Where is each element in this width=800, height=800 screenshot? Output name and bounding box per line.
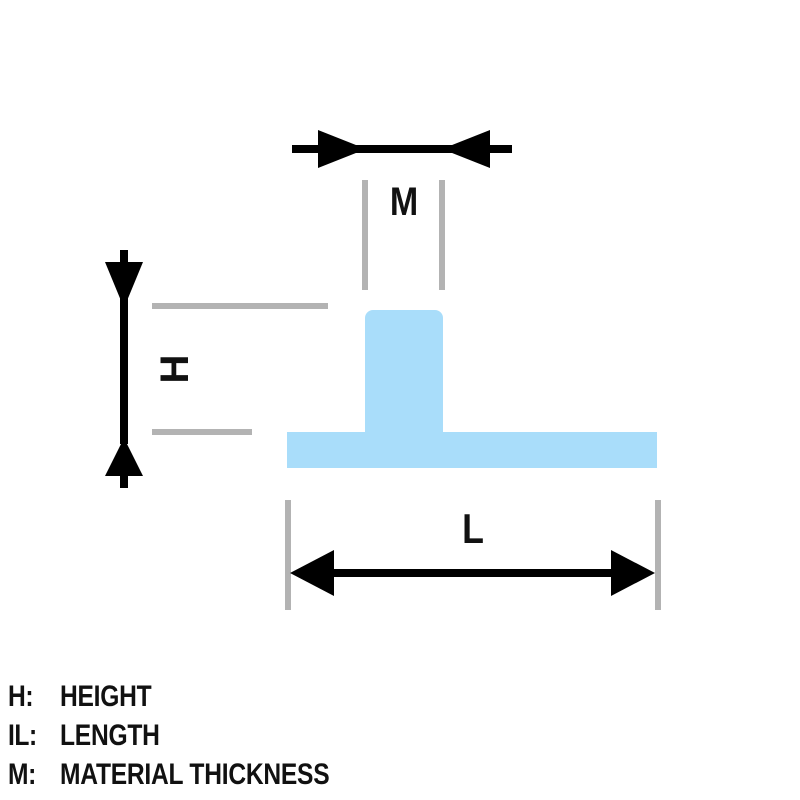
legend-value-length: LENGTH <box>60 719 160 752</box>
legend-item-height: H: HEIGHT <box>8 680 608 719</box>
legend-value-material-thickness: MATERIAL THICKNESS <box>60 758 330 791</box>
arrowhead-l-left <box>290 550 334 596</box>
dimension-line-h-tail-bottom <box>120 468 128 488</box>
dimension-line-l-shaft <box>300 569 645 577</box>
dimension-line-h-connector <box>120 296 128 444</box>
extension-line-m-right <box>439 180 445 290</box>
extension-line-h-top <box>152 303 328 309</box>
dimension-l: L <box>285 500 661 610</box>
extension-line-l-left <box>285 500 291 610</box>
dimension-m: M <box>292 130 512 290</box>
dimension-label-h: H <box>153 355 197 384</box>
legend-key-m: M: <box>8 758 36 791</box>
dimension-label-m: M <box>390 178 418 223</box>
dimension-label-l: L <box>462 506 484 552</box>
arrowhead-h-bottom <box>105 438 143 476</box>
dimension-legend: H: HEIGHT IL: LENGTH M: MATERIAL THICKNE… <box>8 680 608 797</box>
legend-item-material-thickness: M: MATERIAL THICKNESS <box>8 758 608 797</box>
t-profile-flange <box>287 432 657 468</box>
extension-line-l-right <box>655 500 661 610</box>
t-profile-shape <box>287 310 657 468</box>
legend-item-length: IL: LENGTH <box>8 719 608 758</box>
extension-line-h-bottom <box>152 429 252 435</box>
dimension-h: H <box>105 250 328 488</box>
arrowhead-m-left <box>318 130 366 168</box>
arrowhead-l-right <box>611 550 655 596</box>
dimension-line-m-tail-right <box>484 145 512 153</box>
arrowhead-h-top <box>105 262 143 308</box>
dimension-line-m-tail-left <box>292 145 324 153</box>
legend-key-l: IL: <box>8 719 37 752</box>
extension-line-m-left <box>362 180 368 290</box>
dimension-line-h-tail-top <box>120 250 128 270</box>
t-profile-stem <box>365 310 443 440</box>
legend-key-h: H: <box>8 680 34 713</box>
dimension-line-m-connector <box>356 145 452 153</box>
legend-value-height: HEIGHT <box>60 680 152 713</box>
arrowhead-m-right <box>442 130 490 168</box>
